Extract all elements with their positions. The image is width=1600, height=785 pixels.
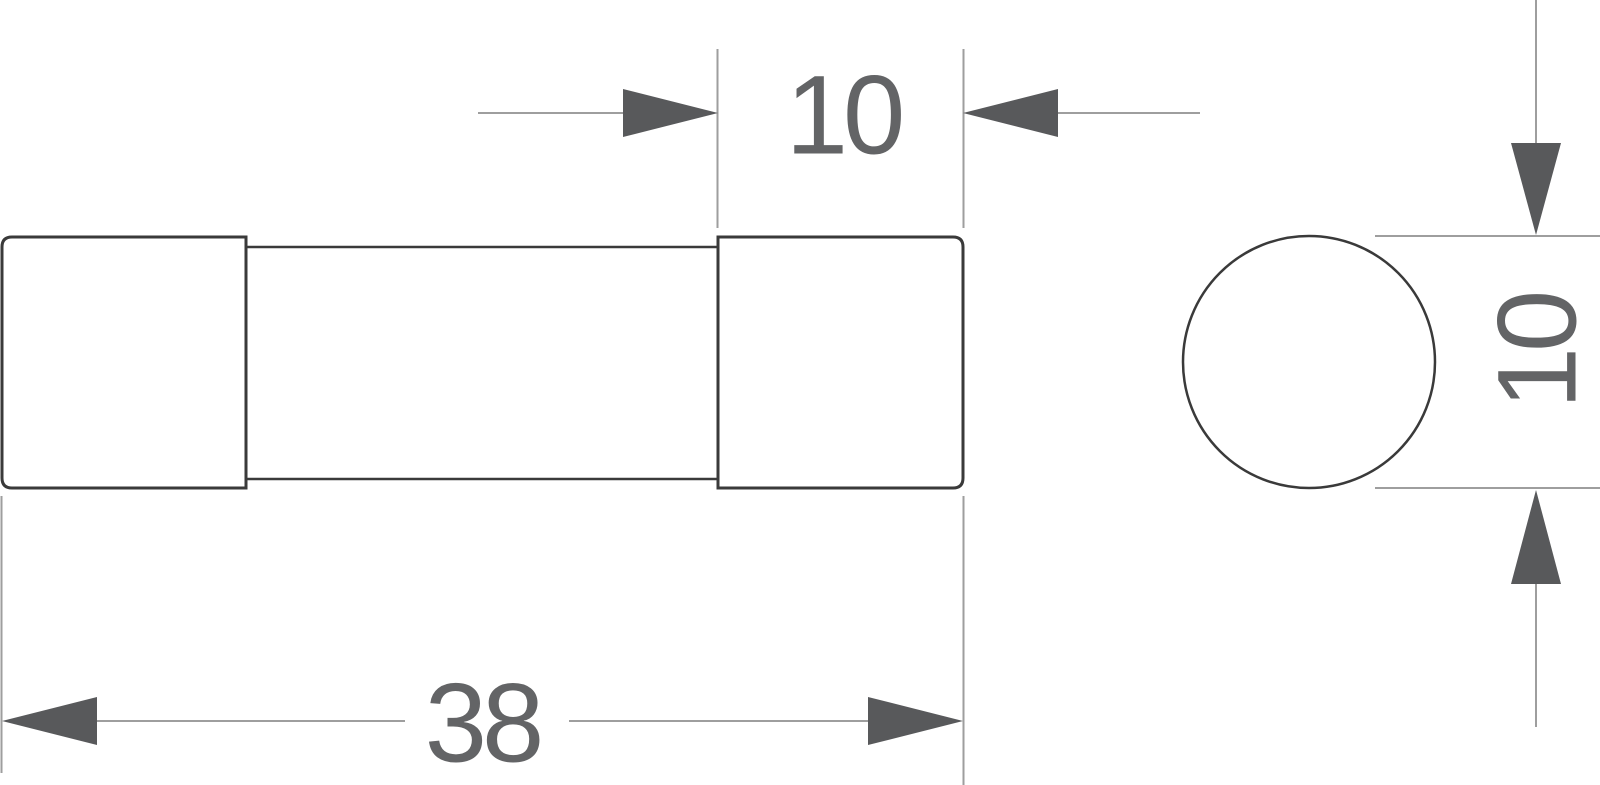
dimension-diameter: 10 [1375, 0, 1600, 727]
cap-width-label: 10 [786, 53, 901, 178]
dim-arrowhead-point-right [623, 89, 718, 137]
dim-arrowhead-point-down [1511, 143, 1561, 235]
dimension-cap-width: 10 [478, 49, 1200, 228]
fuse-right-cap-outline [716, 235, 965, 490]
dimension-overall-length: 38 [0, 496, 965, 785]
fuse-side-view [0, 235, 965, 490]
dim-arrowhead-point-left [963, 89, 1058, 137]
dim-arrowhead-point-right-outer [868, 697, 963, 745]
fuse-left-cap-outline [0, 235, 248, 490]
dim-arrowhead-point-up [1511, 490, 1561, 584]
fuse-end-view-circle [1181, 234, 1437, 490]
dim-arrowhead-point-left-outer [2, 697, 97, 745]
fuse-end-view [1181, 234, 1437, 490]
overall-length-label: 38 [425, 661, 540, 785]
diameter-label: 10 [1475, 294, 1600, 409]
fuse-body-outline [244, 245, 720, 481]
